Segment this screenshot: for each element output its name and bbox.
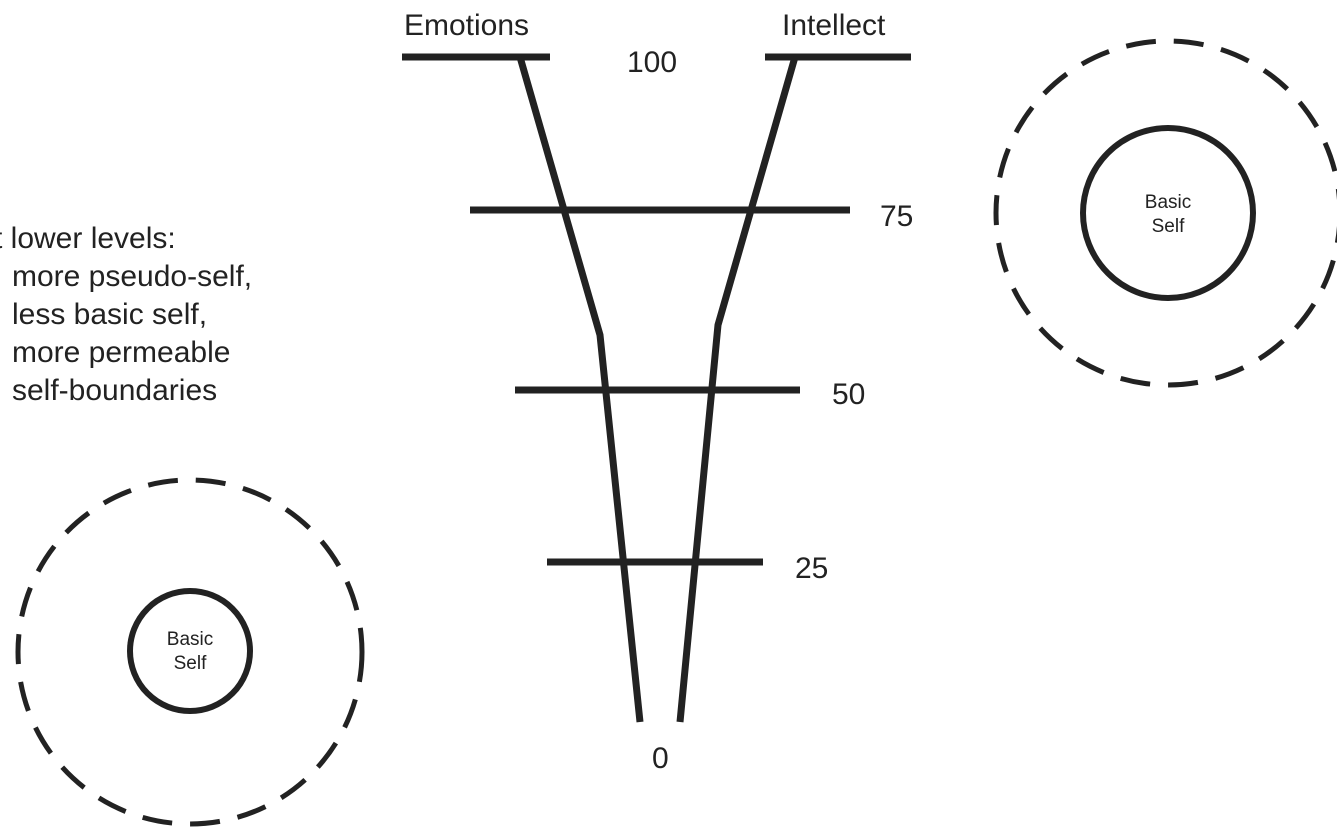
high-basic-self-label-line1: Basic: [1145, 192, 1191, 213]
high-level-self-circles: Basic Self: [993, 38, 1337, 388]
scale-label-0: 0: [652, 742, 669, 775]
scale-label-75: 75: [880, 200, 913, 233]
high-basic-self-label-line2: Self: [1152, 216, 1185, 237]
note-line-1: t lower levels:: [0, 222, 176, 255]
low-basic-self-label-line2: Self: [174, 653, 207, 674]
high-basic-self-circle: [1080, 125, 1256, 301]
intellect-funnel-line: [676, 56, 799, 723]
low-level-self-circles: Basic Self: [15, 477, 365, 827]
note-line-5: self-boundaries: [12, 374, 217, 407]
note-line-3: less basic self,: [12, 298, 207, 331]
emotions-label: Emotions: [404, 9, 529, 42]
lower-levels-note: t lower levels: more pseudo-self, less b…: [0, 222, 252, 407]
intellect-label: Intellect: [782, 9, 886, 42]
scale-label-50: 50: [832, 378, 865, 411]
scale-label-25: 25: [795, 552, 828, 585]
note-line-2: more pseudo-self,: [12, 260, 252, 293]
high-self-boundary-dashed-circle: [993, 38, 1337, 388]
low-basic-self-circle: [127, 588, 253, 714]
scale-label-100: 100: [627, 46, 677, 79]
low-basic-self-label-line1: Basic: [167, 629, 213, 650]
emotions-funnel-line: [516, 56, 644, 723]
note-line-4: more permeable: [12, 336, 230, 369]
low-self-boundary-dashed-circle: [15, 477, 365, 827]
